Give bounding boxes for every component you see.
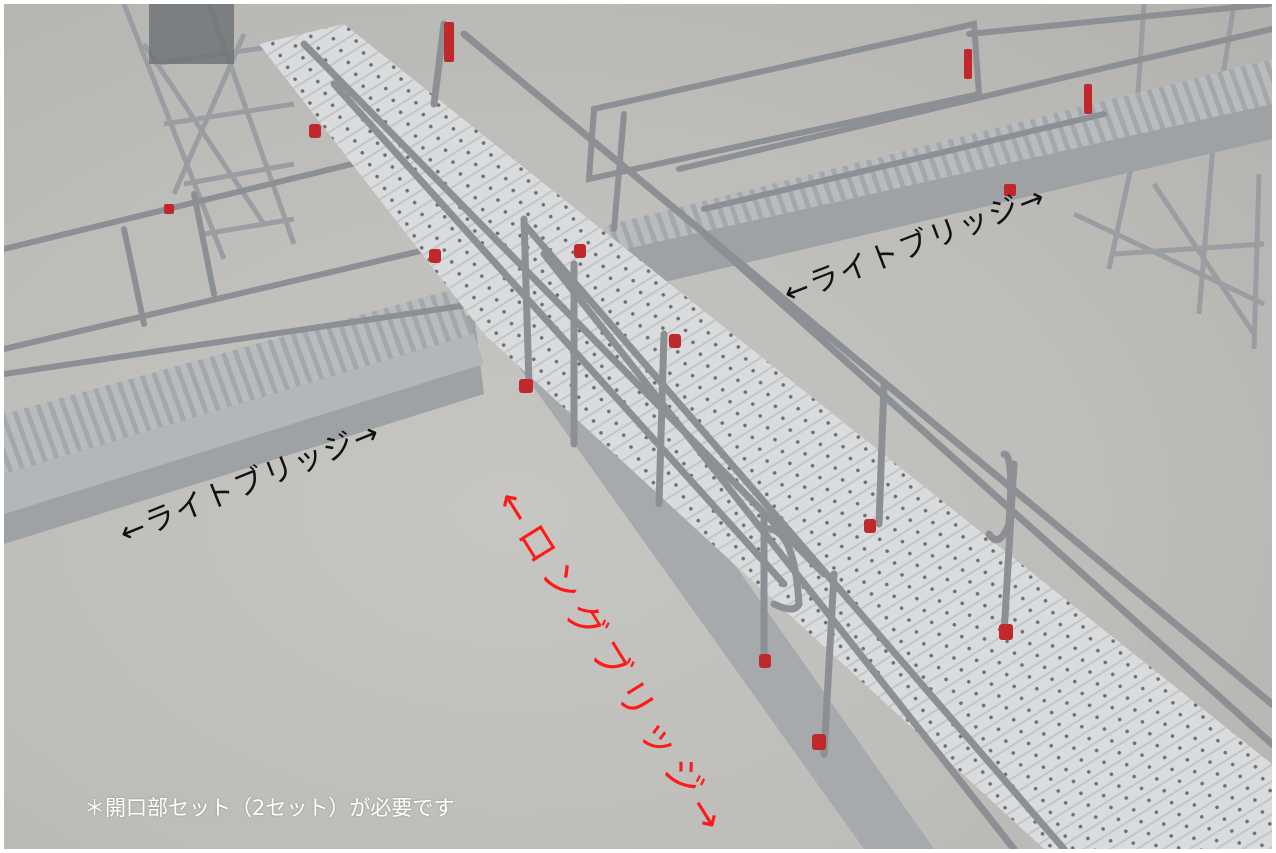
scaffold-deck-left	[149, 4, 234, 64]
left-bridge-deck	[4, 289, 474, 474]
long-bridge-deck	[259, 24, 1272, 849]
right-bridge-side	[604, 104, 1272, 294]
right-bridge-rails	[585, 4, 1272, 232]
left-bridge-beam	[4, 334, 484, 514]
footnote-text: ＊開口部セット（2セット）が必要です	[84, 796, 455, 820]
bridge-photo	[4, 4, 1272, 849]
long-bridge-rails	[300, 20, 1272, 849]
red-bands	[164, 22, 1092, 750]
photo-frame: ←ライトブリッジ→ ←ライトブリッジ→ ←ロングブリッジ→ ＊開口部セット（2セ…	[4, 4, 1272, 849]
